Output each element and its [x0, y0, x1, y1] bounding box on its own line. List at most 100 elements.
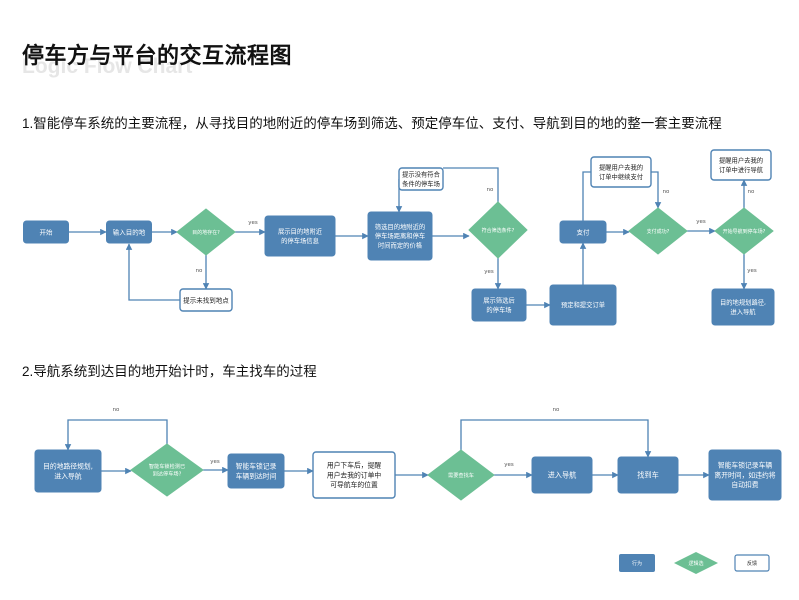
- legend: 行为 逻辑选 反馈: [619, 552, 770, 574]
- section-2-heading: 2.导航系统到达目的地开始计时，车主找车的过程: [22, 364, 317, 379]
- feedback-box: [398, 167, 444, 191]
- node-label: 的停车场信息: [281, 236, 319, 245]
- action-box: [23, 220, 69, 244]
- action-box: [549, 284, 617, 326]
- node-label: 停车场距离和停车: [375, 231, 425, 240]
- legend-swatch-decision: [674, 552, 718, 574]
- section-1-heading: 1.智能停车系统的主要流程，从寻找目的地附近的停车场到筛选、预定停车位、支付、导…: [22, 116, 722, 131]
- node-label: 订单中进行导航: [719, 165, 764, 174]
- node-label: 的停车场: [486, 305, 511, 314]
- connector-d-arrive-to-route2: [64, 419, 168, 451]
- node-label: 提醒用户去我的: [719, 156, 763, 165]
- node-label: 进入导航: [730, 307, 756, 316]
- node-label: 目的地规划路径,: [720, 298, 766, 307]
- connector-d-find-to-found: [460, 419, 652, 458]
- node-label: 展示目的地附近: [278, 227, 323, 236]
- node-label: 目的地路径规划,: [43, 461, 93, 470]
- node-label: 智能车锁记录: [236, 461, 277, 470]
- legend-item-action: 行为: [619, 554, 655, 572]
- feedback-box: [710, 149, 772, 181]
- node-label: 提醒用户去我的: [599, 163, 643, 172]
- action-box: [227, 453, 285, 489]
- node-label: 展示筛选后: [483, 296, 514, 305]
- node-label: 时间而定的价格: [378, 240, 423, 249]
- node-label: 目的地存在?: [192, 229, 220, 236]
- decision-diamond: [130, 443, 204, 497]
- flow-node-d-nav: 开始导航到停车场?: [714, 207, 774, 255]
- node-label: 进入导航: [54, 471, 81, 480]
- edge-label-no: no: [748, 189, 755, 195]
- node-label: 进入导航: [548, 471, 577, 480]
- node-label: 提示没有符合: [402, 170, 440, 179]
- action-box: [106, 220, 152, 244]
- connector-notfound-to-input: [125, 243, 180, 301]
- node-label: 符合筛选条件?: [482, 227, 515, 234]
- edge-label-no: no: [196, 268, 203, 274]
- node-label: 开始导航到停车场?: [723, 228, 766, 235]
- node-label: 订单中继续支付: [599, 172, 643, 181]
- node-label: 预定和提交订单: [561, 300, 605, 309]
- legend-label: 逻辑选: [688, 560, 703, 567]
- flow-node-start: 开始: [23, 220, 69, 244]
- connector-d-match-to-none-match: [443, 167, 499, 202]
- action-box: [367, 211, 433, 261]
- page-title: 停车方与平台的交互流程图: [22, 44, 293, 69]
- node-label: 需要查找车: [448, 471, 474, 479]
- action-box: [34, 449, 102, 493]
- nodes-layer: 开始输入目的地目的地存在?提示未找到地点展示目的地附近的停车场信息筛选目的地附近…: [23, 149, 782, 501]
- legend-swatch-action: [619, 554, 655, 572]
- node-label: 自动扣费: [731, 480, 758, 489]
- flow-node-pay: 支付: [559, 220, 607, 244]
- node-label: 输入目的地: [113, 227, 146, 236]
- node-label: 筛选目的地附近的: [375, 222, 425, 231]
- edge-label-yes: yes: [484, 269, 494, 275]
- edge-label-yes: yes: [747, 268, 757, 274]
- decision-diamond: [427, 449, 495, 501]
- edge-label-yes: yes: [210, 459, 220, 465]
- legend-item-decision: 逻辑选: [674, 552, 718, 574]
- node-label: 用户下车后，提醒: [327, 461, 382, 470]
- edge-label-no: no: [113, 407, 120, 413]
- edge-label-no: no: [553, 407, 560, 413]
- node-label: 支付: [577, 227, 591, 236]
- flow-node-route: 目的地规划路径,进入导航: [711, 288, 775, 326]
- flow-node-d-paid: 支付成功?: [628, 207, 688, 255]
- node-label: 智能车锁检测已: [149, 462, 185, 470]
- action-box: [708, 449, 782, 501]
- flow-node-found: 找到车: [617, 456, 679, 494]
- flow-node-d-exist: 目的地存在?: [176, 208, 236, 256]
- edge-label-yes: yes: [504, 462, 514, 468]
- legend-label: 反馈: [747, 560, 757, 567]
- edge-label-yes: yes: [696, 219, 706, 225]
- edge-label-no: no: [663, 189, 670, 195]
- node-label: 找到车: [637, 471, 659, 480]
- node-label: 支付成功?: [647, 228, 670, 235]
- page-subtitle: Logic Flow Chart: [22, 55, 193, 78]
- node-label: 用户去我的订单中: [327, 470, 382, 479]
- edge-label-no: no: [487, 187, 494, 193]
- legend-item-feedback: 反馈: [734, 554, 770, 572]
- decision-diamond: [714, 207, 774, 255]
- action-box: [711, 288, 775, 326]
- flow-node-route2: 目的地路径规划,进入导航: [34, 449, 102, 493]
- node-label: 车辆到达时间: [236, 471, 277, 480]
- action-box: [559, 220, 607, 244]
- node-label: 智能车锁记录车辆: [718, 461, 773, 470]
- legend-swatch-feedback: [734, 554, 770, 572]
- feedback-box: [312, 451, 396, 499]
- node-label: 到达停车场?: [153, 470, 182, 478]
- node-label: 可导航车的位置: [330, 480, 378, 489]
- edge-label-yes: yes: [248, 220, 258, 226]
- action-box: [471, 288, 527, 322]
- flow-node-nav2: 进入导航: [531, 456, 593, 494]
- connectors-layer: yes no no yes no yes no yes no yes yes no: [64, 167, 757, 479]
- node-label: 条件的停车场: [402, 179, 440, 188]
